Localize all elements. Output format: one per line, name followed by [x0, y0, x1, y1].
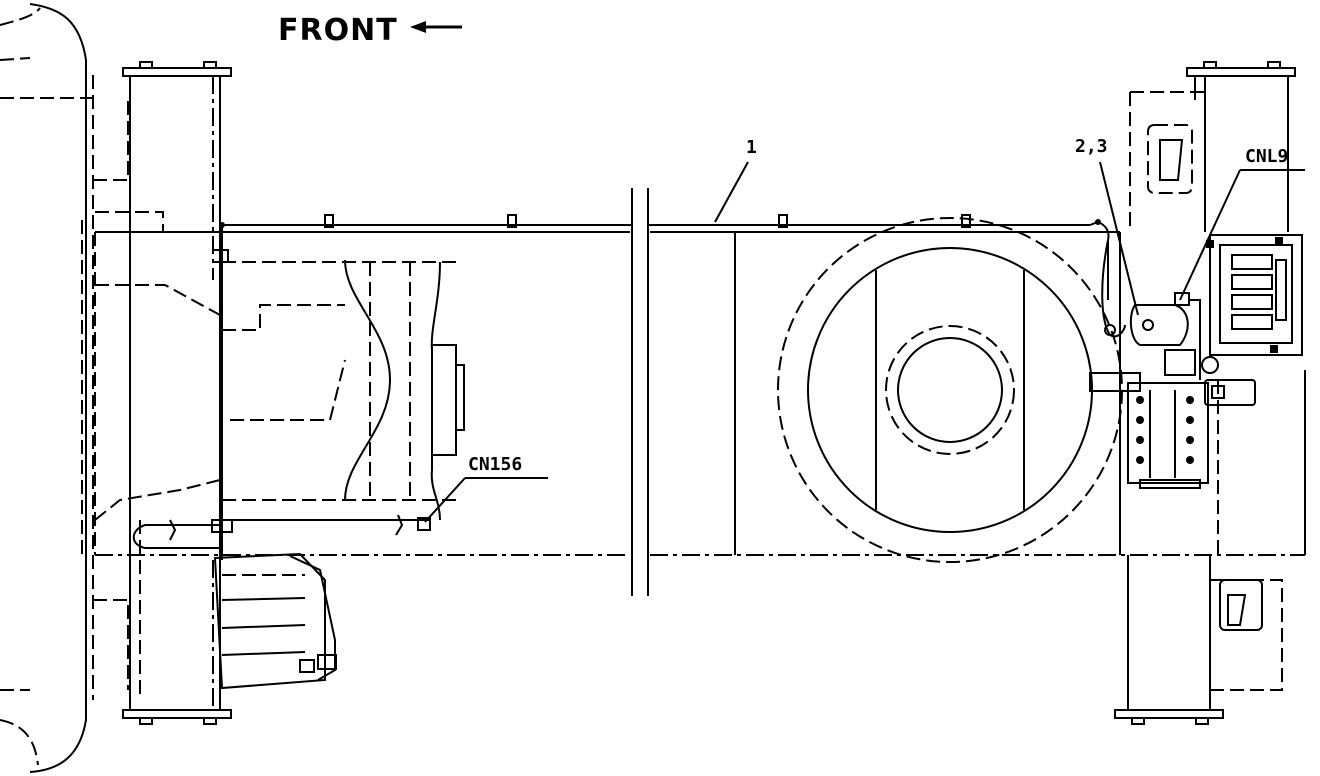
- callout-cnl9-label: CNL9: [1245, 146, 1288, 167]
- front-label: FRONT: [278, 13, 398, 48]
- callout-cnl9: CNL9: [1179, 146, 1305, 301]
- callout-2-3-label: 2,3: [1075, 136, 1108, 157]
- valve-block: [1089, 349, 1256, 489]
- front-tire: [0, 3, 129, 773]
- battery-box: [213, 552, 337, 690]
- callout-1: 1: [714, 137, 757, 223]
- turntable: [734, 217, 1123, 563]
- front-axle: [122, 61, 232, 725]
- callout-cn156-label: CN156: [468, 454, 522, 475]
- front-arrow-icon: [410, 21, 462, 33]
- frame: [94, 211, 1305, 556]
- sensor-assembly: [1101, 239, 1201, 380]
- callout-2-3: 2,3: [1075, 136, 1139, 316]
- front-direction-indicator: FRONT: [278, 13, 462, 48]
- callout-1-label: 1: [746, 137, 757, 158]
- break-lines: [631, 188, 649, 596]
- relay-box: [1206, 234, 1303, 356]
- callout-cn156: CN156: [395, 454, 548, 536]
- harness-wire: [132, 214, 1110, 560]
- rear-axle: [1114, 61, 1306, 725]
